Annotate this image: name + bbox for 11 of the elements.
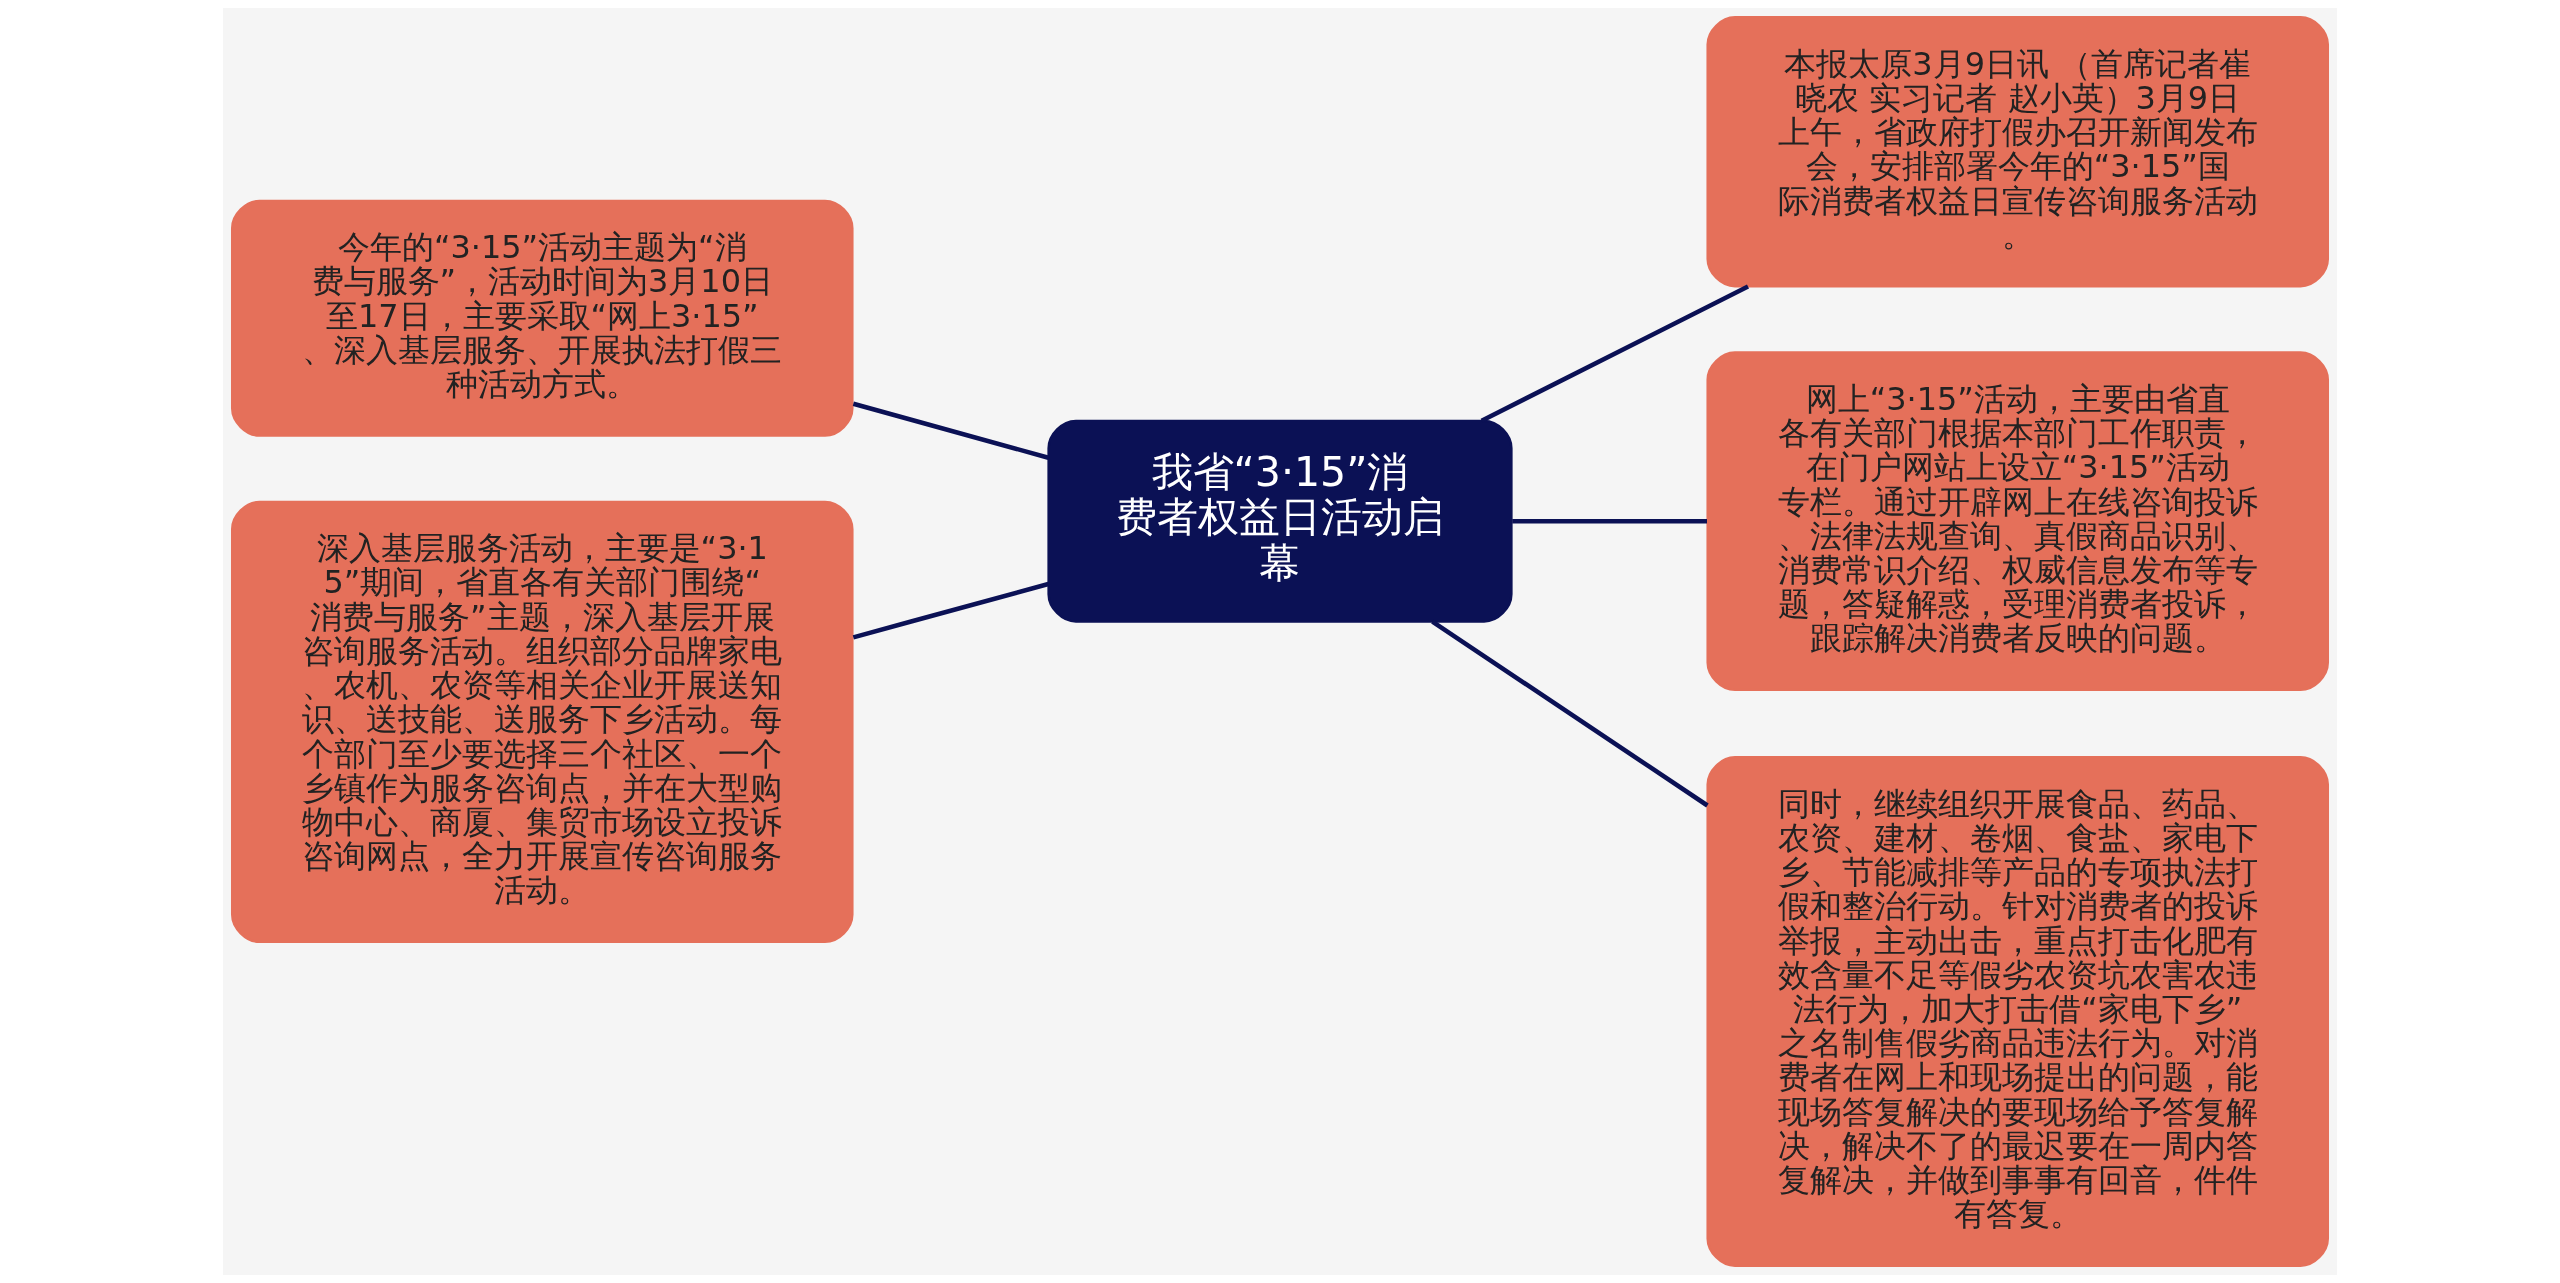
connector — [1480, 284, 1750, 423]
connector — [1431, 619, 1709, 808]
connector — [852, 401, 1049, 460]
node-box: 我省“3·15”消费者权益日活动启幕 — [1047, 419, 1513, 623]
node-box: 深入基层服务活动，主要是“3·15”期间，省直各有关部门围绕“消费与服务”主题，深入基层开展咨询服务活动。组织部分品牌家电、农机、农资等相关企业开展送知识、送技能、送服务下乡活动。每个部门至少要选择三个社区、一个乡镇作为服务咨询点，并在大型购物中心、商厦、集贸市场设立投诉咨询网点，全力开展宣传咨询服务活动。 — [231, 500, 854, 944]
node-box: 同时，继续组织开展食品、药品、农资、建材、卷烟、食盐、家电下乡、节能减排等产品的专项执法打假和整治行动。针对消费者的投诉举报，主动出击，重点打击化肥有效含量不足等假劣农资坑农害农违法行为，加大打击借“家电下乡”之名制售假劣商品违法行为。对消费者在网上和现场提出的问题，能现场答复解决的要现场给予答复解决，解决不了的最迟要在一周内答复解决，并做到事事有回音，件件有答复。 — [1706, 756, 2329, 1267]
connector — [1512, 518, 1707, 524]
node-box: 本报太原3月9日讯 （首席记者崔晓农 实习记者 赵小英）3月9日上午，省政府打假办召开新闻发布会，安排部署今年的“3·15”国际消费者权益日宣传咨询服务活动。 — [1706, 16, 2329, 288]
node-box: 网上“3·15”活动，主要由省直各有关部门根据本部门工作职责，在门户网站上设立“3·15”活动专栏。通过开辟网上在线咨询投诉、法律法规查询、真假商品识别、消费常识介绍、权威信息发布等专题，答疑解惑，受理消费者投诉，跟踪解决消费者反映的问题。 — [1706, 351, 2329, 692]
node-box: 今年的“3·15”活动主题为“消费与服务”，活动时间为3月10日至17日，主要采取“网上3·15”、深入基层服务、开展执法打假三种活动方式。 — [231, 199, 854, 437]
connector — [852, 581, 1049, 640]
